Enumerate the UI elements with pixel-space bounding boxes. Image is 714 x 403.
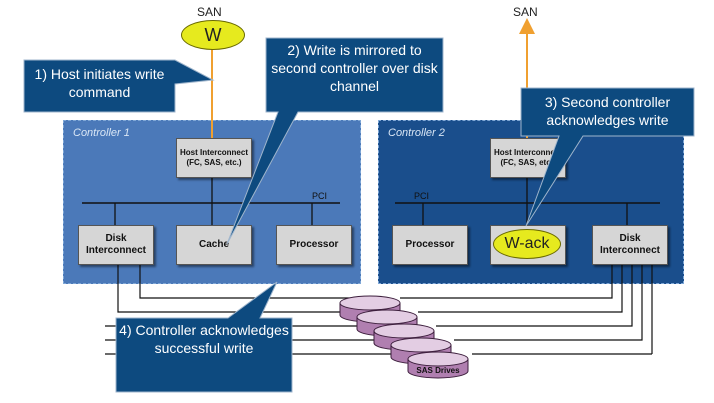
controller1-processor: Processor <box>276 225 352 265</box>
controller2-disk-interconnect: Disk Interconnect <box>592 225 668 265</box>
controller1-disk-interconnect: Disk Interconnect <box>78 225 154 265</box>
san-label-right: SAN <box>513 5 538 19</box>
controller2-processor: Processor <box>392 225 468 265</box>
controller1-host-interconnect-sub: (FC, SAS, etc.) <box>186 158 242 167</box>
san-label-left: SAN <box>197 5 222 19</box>
callout-4: 4) Controller acknowledges successful wr… <box>119 322 289 357</box>
controller2-host-interconnect-title: Host Interconnect <box>493 147 562 157</box>
drives-label: SAS Drives <box>416 366 460 375</box>
controller1-host-interconnect: Host Interconnect (FC, SAS, etc.) <box>176 138 252 178</box>
callout-4-shape <box>115 281 293 393</box>
write-marker: W <box>181 20 245 50</box>
controller2-pci-label: PCI <box>414 191 430 201</box>
controller2-host-interconnect-sub: (FC, SAS, etc.) <box>500 158 556 167</box>
controller1-cache: Cache <box>176 225 252 265</box>
ack-marker: W-ack <box>493 229 561 259</box>
callout-1-shape <box>23 59 215 113</box>
controller2-title: Controller 2 <box>388 127 445 139</box>
controller1-pci-label: PCI <box>312 191 328 201</box>
controller1-title: Controller 1 <box>73 127 130 139</box>
callout-2-shape <box>226 37 444 245</box>
callout-2: 2) Write is mirrored to second controlle… <box>271 42 438 95</box>
callout-1: 1) Host initiates write command <box>34 66 165 101</box>
callout-3-shape <box>520 87 695 227</box>
controller1-host-interconnect-title: Host Interconnect <box>179 147 248 157</box>
callout-3: 3) Second controller acknowledges write <box>544 94 671 129</box>
